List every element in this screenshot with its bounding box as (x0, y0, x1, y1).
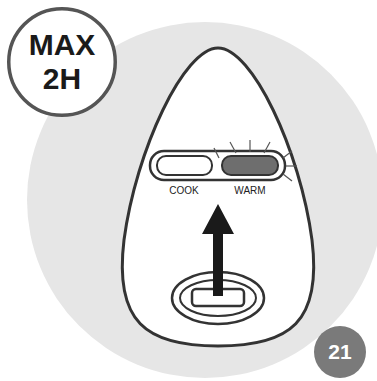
warm-light (222, 156, 278, 175)
badge-circle (314, 326, 366, 378)
cook-label: COOK (169, 185, 198, 196)
background-disc (27, 22, 377, 378)
badge-text: 21 (320, 340, 360, 364)
step-number-badge: 21 (314, 326, 366, 378)
arrow-head (202, 204, 234, 234)
time-limit-badge: MAX 2H (7, 7, 117, 117)
control-panel (122, 48, 314, 346)
arrow-shaft (213, 232, 223, 296)
cook-light (157, 156, 212, 175)
glow-rays (214, 140, 297, 181)
badge-text: MAX 2H (26, 28, 98, 95)
warm-label: WARM (234, 185, 265, 196)
badge-circle (9, 9, 116, 116)
